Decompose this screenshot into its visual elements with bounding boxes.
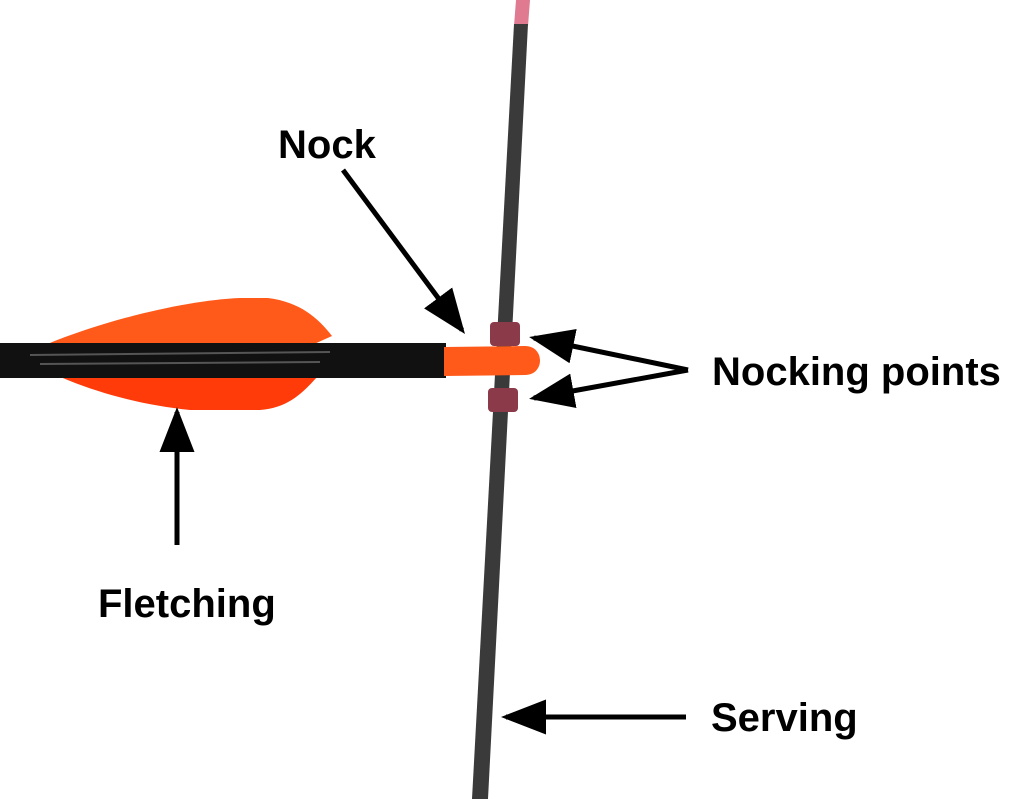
arrow-nock bbox=[444, 346, 540, 376]
nocking-point-lower-arrow bbox=[529, 367, 689, 409]
arrow-shaft bbox=[0, 343, 446, 378]
label-fletching: Fletching bbox=[98, 582, 276, 626]
nocking-point-upper bbox=[490, 322, 520, 346]
label-serving: Serving bbox=[711, 696, 858, 740]
string-top-end bbox=[514, 0, 530, 26]
fletching-top-vane bbox=[45, 298, 332, 345]
nock-pointer-arrow bbox=[340, 168, 465, 335]
fletching-bottom-vane bbox=[58, 376, 318, 410]
shaft-wrap-detail bbox=[29, 351, 331, 365]
label-nocking-points: Nocking points bbox=[712, 350, 1001, 394]
label-nock: Nock bbox=[278, 123, 377, 167]
nocking-point-lower bbox=[488, 388, 518, 412]
nocking-point-upper-arrow bbox=[529, 329, 689, 373]
